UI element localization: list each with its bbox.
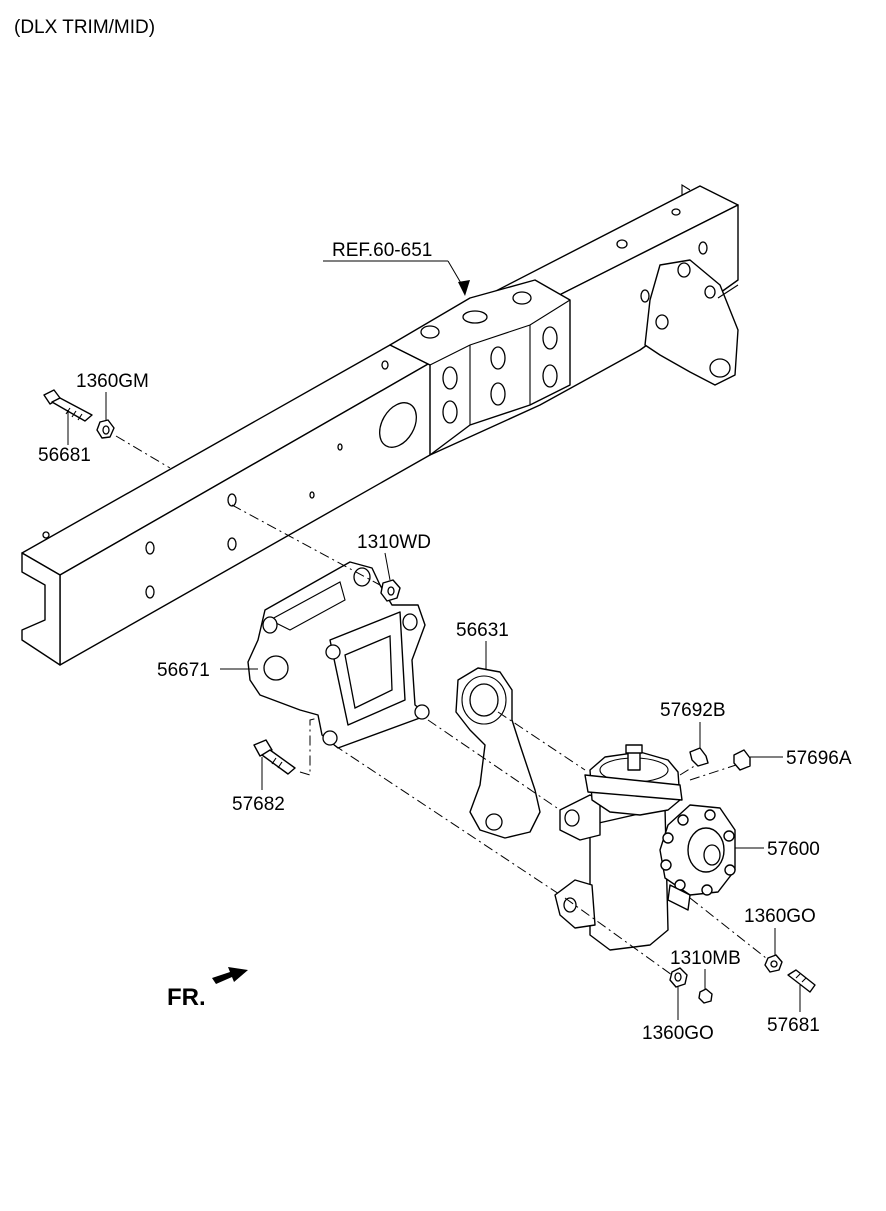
frame-rail	[21, 184, 739, 666]
label-56631: 56631	[456, 620, 509, 641]
ref-callout: REF.60-651	[323, 240, 470, 296]
diagram-title: (DLX TRIM/MID)	[14, 17, 155, 38]
label-1360GO-right: 1360GO	[744, 906, 816, 927]
bolt-57682	[253, 739, 296, 775]
label-57682: 57682	[232, 794, 285, 815]
nut-1360GO-right	[764, 954, 783, 973]
fitting-57696A	[733, 749, 751, 771]
bracket-56671	[247, 561, 430, 749]
label-1360GM: 1360GM	[76, 371, 149, 392]
nut-1310WD	[380, 579, 401, 602]
nut-1310MB	[698, 988, 713, 1004]
label-1310MB: 1310MB	[670, 948, 741, 969]
nut-1360GM	[96, 419, 115, 439]
label-56681: 56681	[38, 445, 91, 466]
pitman-arm-56631	[455, 667, 541, 839]
label-57692B: 57692B	[660, 700, 726, 721]
label-56671: 56671	[157, 660, 210, 681]
bolt-57681	[787, 969, 816, 993]
front-direction-indicator: FR.	[167, 967, 248, 1011]
label-1310WD: 1310WD	[357, 532, 431, 553]
label-57681: 57681	[767, 1015, 820, 1036]
steering-gear-57600	[554, 744, 736, 951]
nut-1360GO-bottom	[669, 967, 688, 988]
front-label: FR.	[167, 984, 206, 1011]
label-57696A: 57696A	[786, 748, 852, 769]
label-57600: 57600	[767, 839, 820, 860]
label-1360GO-bottom: 1360GO	[642, 1023, 714, 1044]
bolt-56681	[43, 389, 93, 422]
ref-label: REF.60-651	[332, 240, 432, 261]
front-arrow-icon	[212, 967, 248, 984]
fitting-57692B	[689, 747, 709, 767]
